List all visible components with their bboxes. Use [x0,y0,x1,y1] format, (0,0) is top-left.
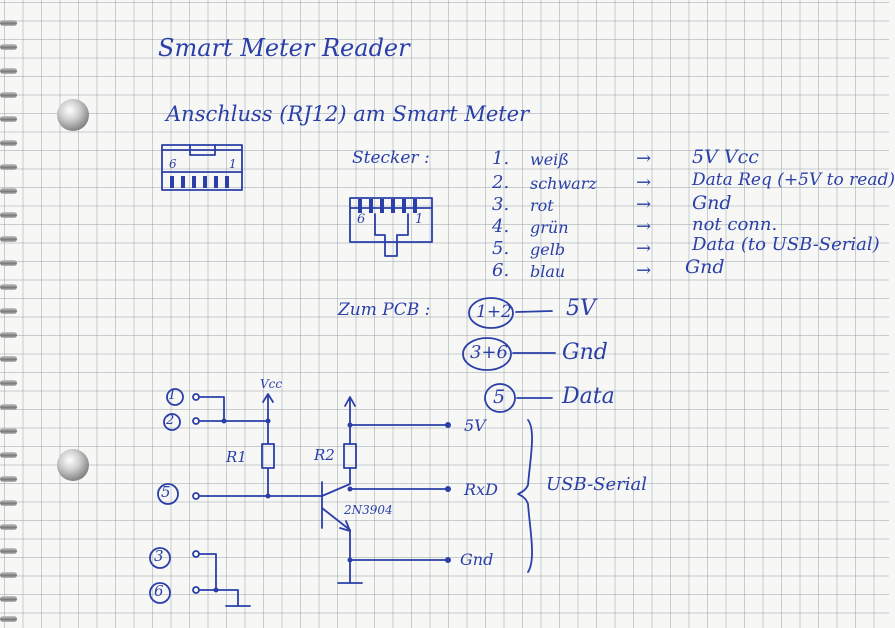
arrow-icon: → [636,194,652,215]
arrow-icon: → [636,172,652,193]
spiral-binding [0,0,20,628]
input-label-3: 3 [154,547,164,565]
pin-color: rot [530,196,554,215]
input-label-5: 5 [161,483,171,501]
pin-color: schwarz [530,174,597,193]
socket-pin-left: 6 [169,157,177,171]
pin-function: Gnd [692,192,732,214]
arrow-icon: → [636,148,652,169]
pcb-group-pins: 1+2 [476,302,512,322]
pin-color: weiß [530,150,569,169]
pcb-group-signal: 5V [566,296,596,321]
input-label-6: 6 [154,582,164,600]
output-label-gnd: Gnd [460,550,494,569]
pin-number: 1. [492,148,510,169]
pin-function: Data (to USB-Serial) [692,234,880,255]
pcb-group-signal: Data [562,384,615,409]
pin-color: gelb [530,240,566,259]
r2-label: R2 [314,446,335,464]
plug-pin-left: 6 [357,212,366,227]
input-label-1: 1 [168,388,177,403]
pcb-group-pins: 5 [493,386,506,408]
pin-function: not conn. [692,214,778,235]
pin-number: 3. [492,194,510,215]
usb-serial-label: USB-Serial [546,474,647,495]
socket-pin-right: 1 [229,157,237,171]
pin-color: blau [530,262,566,281]
arrow-icon: → [636,216,652,237]
pin-color: grün [530,218,569,237]
pin-function: 5V Vcc [692,146,759,168]
page-title: Smart Meter Reader [158,34,410,62]
pcb-group-pins: 3+6 [470,342,508,363]
pin-number: 6. [492,260,510,281]
pin-function: Data Req (+5V to read) [692,170,895,190]
transistor-label: 2N3904 [344,503,393,517]
punch-hole-bottom [57,449,89,481]
output-label-rxd: RxD [464,480,498,499]
r1-label: R1 [226,448,247,466]
vcc-label: Vcc [260,377,283,391]
plug-pin-right: 1 [415,212,424,227]
pin-number: 2. [492,172,510,193]
pin-number: 5. [492,238,510,259]
punch-hole-top [57,99,89,131]
pin-function: Gnd [685,256,725,278]
input-label-2: 2 [166,413,175,428]
pcb-label: Zum PCB : [338,300,431,320]
output-label-5v: 5V [464,416,486,435]
arrow-icon: → [636,238,652,259]
connection-subtitle: Anschluss (RJ12) am Smart Meter [166,102,530,126]
pcb-group-signal: Gnd [562,340,608,365]
arrow-icon: → [636,260,652,281]
plug-label: Stecker : [352,148,430,168]
pin-number: 4. [492,216,510,237]
